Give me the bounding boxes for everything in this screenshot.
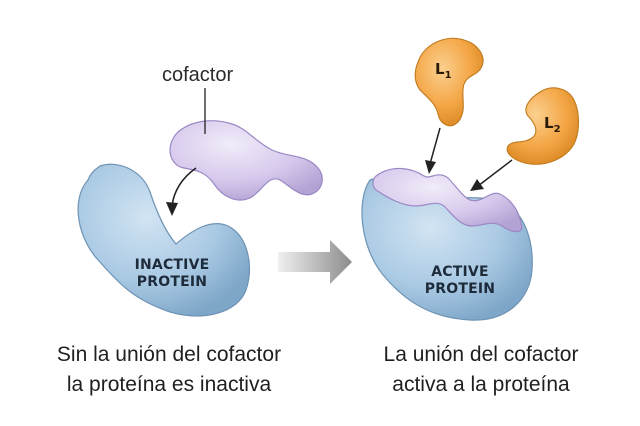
ligand-1-label: L1: [435, 60, 452, 81]
ligand-2-label: L2: [544, 114, 561, 135]
ligand-1-index: 1: [444, 70, 452, 81]
cofactor-binding-arrowhead: [166, 202, 178, 216]
ligand-2-letter: L: [544, 114, 554, 132]
ligand-1-letter: L: [435, 60, 445, 78]
active-protein-label-line-1: ACTIVE: [431, 264, 489, 280]
inactive-protein-label-line-1: INACTIVE: [134, 257, 210, 273]
left-caption-line-1: Sin la unión del cofactor: [56, 343, 282, 366]
ligand-1-arrow: [429, 127, 441, 165]
right-caption: La unión del cofactor activa a la proteí…: [331, 340, 631, 400]
ligand-1-shape: [414, 37, 484, 127]
right-caption-line-2: activa a la proteína: [392, 373, 570, 396]
inactive-protein-label: INACTIVE PROTEIN: [112, 257, 232, 291]
cofactor-binding-arrow: [171, 167, 197, 207]
right-caption-line-1: La unión del cofactor: [383, 343, 579, 366]
active-protein-label: ACTIVE PROTEIN: [400, 264, 520, 298]
active-protein-label-line-2: PROTEIN: [424, 281, 496, 297]
transition-arrow: [278, 240, 352, 284]
ligand-1-arrowhead: [425, 160, 436, 174]
ligand-2-arrow: [477, 159, 513, 187]
left-caption-line-2: la proteína es inactiva: [66, 373, 272, 396]
inactive-protein-label-line-2: PROTEIN: [136, 274, 208, 290]
cofactor-shape: [169, 120, 323, 201]
cofactor-label: cofactor: [162, 64, 234, 86]
inactive-protein-shape: [77, 163, 250, 317]
ligand-2-shape: [506, 87, 580, 165]
left-caption: Sin la unión del cofactor la proteína es…: [19, 340, 319, 400]
bound-cofactor-shape: [372, 167, 523, 233]
ligand-2-arrowhead: [470, 179, 484, 191]
ligand-2-index: 2: [553, 124, 561, 135]
